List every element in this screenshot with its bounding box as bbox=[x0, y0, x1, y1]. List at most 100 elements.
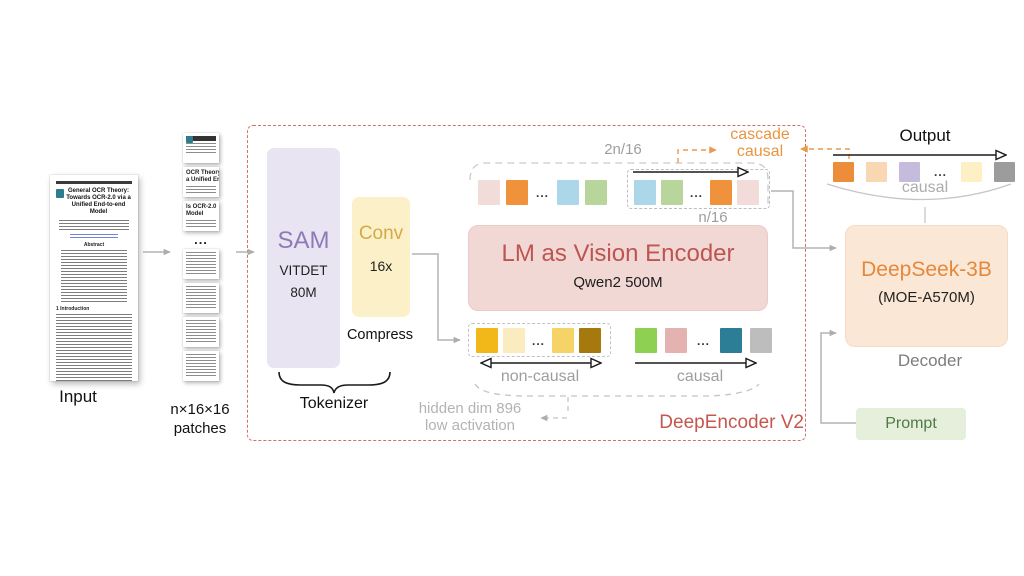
token-row-causal: ... bbox=[635, 328, 773, 353]
token-row-non-causal: ... bbox=[476, 328, 602, 353]
label-2n-over-16: 2n/16 bbox=[604, 141, 642, 158]
patch-text-lines bbox=[186, 252, 216, 276]
document-abstract-lines bbox=[60, 250, 128, 302]
token bbox=[750, 328, 773, 353]
document-title: General OCR Theory: Towards OCR-2.0 via … bbox=[66, 188, 131, 215]
token bbox=[661, 180, 683, 205]
label-non-causal: non-causal bbox=[500, 368, 580, 385]
token bbox=[579, 328, 602, 353]
sam-name: SAM bbox=[277, 227, 330, 254]
decoder-label: Decoder bbox=[897, 351, 963, 370]
deepseek-subtitle: (MOE-A570M) bbox=[878, 289, 975, 306]
document-authors-lines bbox=[59, 220, 129, 231]
deepencoder-title: DeepEncoder V2 bbox=[659, 412, 804, 433]
deepseek-decoder-box bbox=[845, 225, 1008, 347]
hidden-dim-line1: hidden dim 896 bbox=[418, 400, 522, 417]
cascade-causal-annotation: cascade causal bbox=[722, 126, 798, 160]
paper-logo-icon bbox=[56, 189, 64, 198]
token bbox=[503, 328, 525, 353]
patches-label: n×16×16 patches bbox=[150, 400, 250, 438]
patch-text-lines bbox=[186, 320, 216, 344]
token bbox=[720, 328, 743, 353]
token-ellipsis: ... bbox=[532, 333, 546, 348]
patch-logo-icon bbox=[186, 136, 193, 143]
deepencoder-dashed-box bbox=[247, 125, 806, 441]
label-causal-encoder: causal bbox=[676, 368, 724, 385]
token bbox=[866, 162, 887, 182]
token-ellipsis: ... bbox=[690, 185, 704, 200]
token-row-output: ... bbox=[833, 162, 1016, 182]
token bbox=[478, 180, 500, 205]
prompt-label: Prompt bbox=[885, 415, 937, 432]
arrow-prompt-to-decoder bbox=[820, 329, 856, 424]
tokenizer-label: Tokenizer bbox=[299, 395, 369, 412]
document-top-rule bbox=[56, 181, 132, 184]
label-n-over-16: n/16 bbox=[698, 209, 728, 226]
patch-text-lines bbox=[186, 186, 216, 193]
token-ellipsis: ... bbox=[536, 185, 550, 200]
patch-thumbnail bbox=[183, 283, 219, 313]
deepseek-title: DeepSeek-3B bbox=[861, 258, 992, 281]
document-link-line bbox=[70, 234, 118, 238]
patch-thumbnail bbox=[183, 317, 219, 347]
patch-thumbnail bbox=[183, 133, 219, 163]
patches-label-line1: n×16×16 bbox=[170, 401, 230, 418]
token bbox=[665, 328, 687, 353]
document-section-heading: 1 Introduction bbox=[56, 306, 90, 312]
patch-header-bar bbox=[186, 136, 216, 141]
hidden-dim-annotation: hidden dim 896 low activation bbox=[405, 400, 535, 434]
token-row-top-left: ... bbox=[478, 180, 608, 205]
output-label: Output bbox=[899, 126, 951, 145]
compress-label: Compress bbox=[346, 327, 414, 343]
cascade-arrow-right bbox=[800, 145, 850, 159]
token bbox=[710, 180, 733, 205]
patch-bold-text: Model bbox=[186, 211, 204, 217]
conv-ratio-label: 16x bbox=[369, 258, 393, 274]
patch-thumbnail bbox=[183, 351, 219, 381]
token bbox=[552, 328, 575, 353]
token bbox=[585, 180, 608, 205]
non-causal-dashed-box bbox=[468, 323, 611, 357]
document-title-row: General OCR Theory: Towards OCR-2.0 via … bbox=[56, 188, 132, 216]
cascade-line2: causal bbox=[736, 143, 784, 160]
token-row-top-boxed: ... bbox=[634, 180, 760, 205]
token bbox=[994, 162, 1016, 182]
conv-box bbox=[352, 197, 410, 317]
token bbox=[635, 328, 657, 353]
patch-bold-text: a Unified End bbox=[186, 177, 219, 183]
token bbox=[899, 162, 920, 182]
token-ellipsis: ... bbox=[934, 165, 948, 179]
patch-text-lines bbox=[186, 220, 216, 227]
token bbox=[557, 180, 580, 205]
lm-vision-encoder-title: LM as Vision Encoder bbox=[501, 240, 735, 267]
input-label: Input bbox=[59, 387, 97, 406]
patch-bold-text: ls OCR-2.0 bbox=[186, 204, 217, 210]
cascade-line1: cascade bbox=[730, 126, 790, 143]
patch-thumbnail bbox=[183, 249, 219, 279]
lm-vision-encoder-box bbox=[468, 225, 768, 311]
token-ellipsis: ... bbox=[697, 333, 711, 348]
patch-bold-text: OCR Theory bbox=[186, 170, 219, 176]
patch-text-lines bbox=[186, 143, 216, 155]
document-abstract-heading: Abstract bbox=[83, 242, 105, 248]
input-document-thumbnail: General OCR Theory: Towards OCR-2.0 via … bbox=[50, 175, 138, 381]
prompt-box bbox=[856, 408, 966, 440]
patches-ellipsis: ... bbox=[194, 232, 208, 247]
token bbox=[476, 328, 498, 353]
hidden-dim-line2: low activation bbox=[424, 417, 516, 434]
sam-size-label: 80M bbox=[290, 285, 317, 300]
sam-box bbox=[267, 148, 340, 368]
patches-label-line2: patches bbox=[173, 420, 227, 437]
patch-text-lines bbox=[186, 354, 216, 378]
token bbox=[961, 162, 983, 182]
token bbox=[634, 180, 656, 205]
lm-vision-encoder-subtitle: Qwen2 500M bbox=[573, 274, 663, 291]
conv-name: Conv bbox=[358, 223, 404, 244]
document-body-lines bbox=[56, 314, 132, 381]
output-causal-label: causal bbox=[901, 179, 949, 196]
token bbox=[737, 180, 760, 205]
